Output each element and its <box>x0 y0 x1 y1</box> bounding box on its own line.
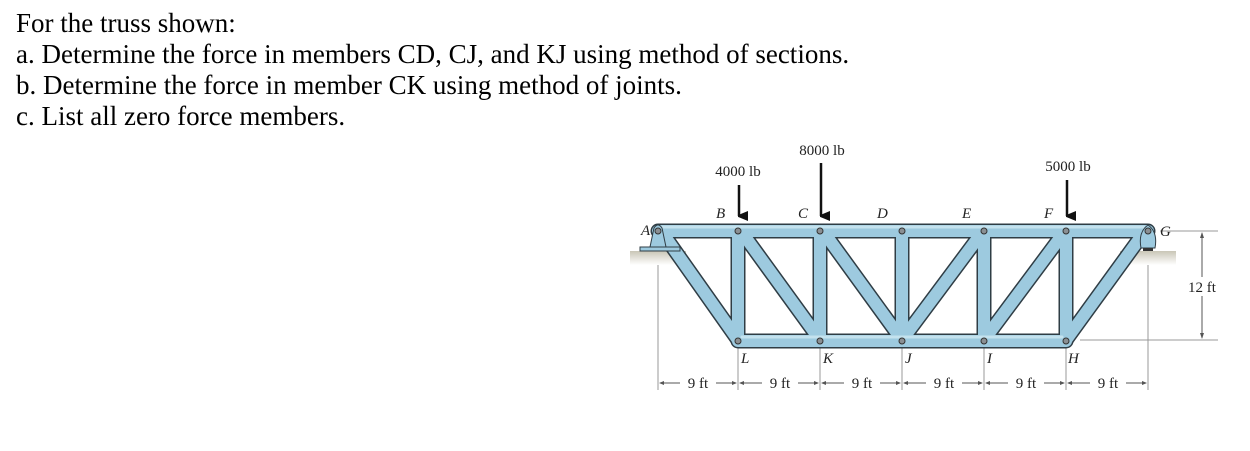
span-label-1: 9 ft <box>688 376 709 392</box>
joint-label-j: J <box>905 351 913 367</box>
joint-label-k: K <box>822 351 834 367</box>
span-dimension-arrowheads <box>659 381 1147 385</box>
height-arrow-up <box>1200 232 1204 238</box>
span-label-6: 9 ft <box>1098 376 1119 392</box>
joint-pins <box>654 227 1152 345</box>
load-label-b: 4000 lb <box>715 164 760 180</box>
problem-part-b: b. Determine the force in member CK usin… <box>16 70 682 100</box>
load-label-f: 5000 lb <box>1045 159 1090 175</box>
problem-part-a: a. Determine the force in members CD, CJ… <box>16 39 850 69</box>
joint-label-h: H <box>1067 351 1080 367</box>
problem-part-c: c. List all zero force members. <box>16 101 346 131</box>
joint-label-l: L <box>740 351 749 367</box>
joint-label-e: E <box>961 206 971 222</box>
problem-statement: For the truss shown: a. Determine the fo… <box>16 8 849 132</box>
member-highlights <box>660 225 1146 339</box>
joint-label-f: F <box>1043 206 1054 222</box>
load-label-c: 8000 lb <box>799 143 844 159</box>
span-label-5: 9 ft <box>1016 376 1037 392</box>
dimension-guides <box>657 230 1218 390</box>
problem-intro: For the truss shown: <box>16 8 236 38</box>
joint-label-d: D <box>876 206 888 222</box>
pin-support-a <box>639 224 681 252</box>
span-label-3: 9 ft <box>852 376 873 392</box>
height-arrow-down <box>1200 333 1204 339</box>
joint-label-c: C <box>798 206 809 222</box>
joint-label-i: I <box>986 351 993 367</box>
height-label: 12 ft <box>1188 280 1217 296</box>
span-label-4: 9 ft <box>934 376 955 392</box>
rocker-support-g <box>1139 224 1157 251</box>
load-arrows <box>737 163 1067 216</box>
joint-label-b: B <box>716 206 725 222</box>
joint-label-a: A <box>640 223 651 239</box>
span-label-2: 9 ft <box>770 376 791 392</box>
joint-label-g: G <box>1160 224 1171 240</box>
